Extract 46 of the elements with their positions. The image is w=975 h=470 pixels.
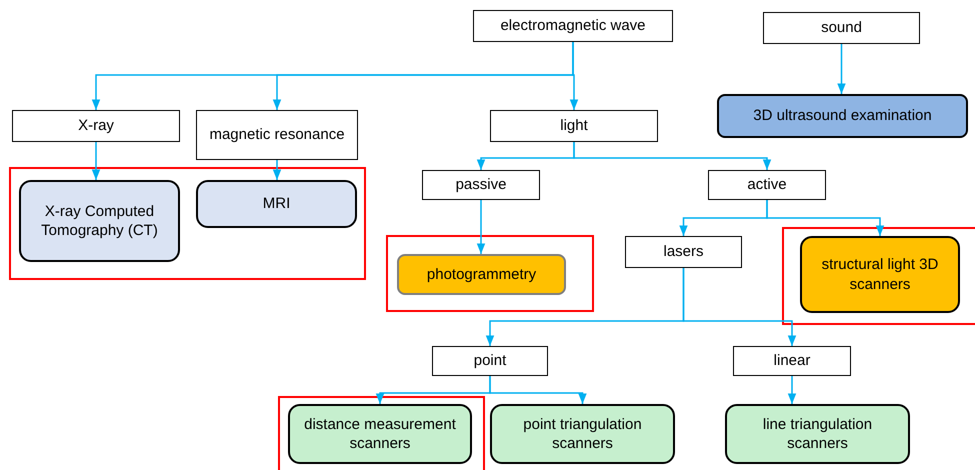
node-label: lasers: [663, 242, 704, 262]
node-label: light: [560, 116, 588, 136]
category-box: [432, 346, 548, 376]
method-box: [397, 254, 566, 295]
category-box: [422, 170, 540, 200]
method-box: [490, 404, 675, 464]
category-box: [625, 236, 742, 268]
node-label: photogrammetry: [426, 264, 536, 284]
category-box: [196, 110, 358, 160]
arrow: [682, 268, 796, 346]
node-label: point triangulation scanners: [522, 414, 643, 454]
arrow: [272, 160, 282, 180]
category-box: [12, 110, 180, 142]
node-label: distance measurement scanners: [303, 414, 457, 454]
node-label: X-ray Computed Tomography (CT): [40, 202, 159, 240]
method-box: [800, 236, 960, 313]
arrow: [837, 44, 846, 94]
method-box: [19, 180, 180, 262]
node-label: structural light 3D scanners: [820, 255, 940, 294]
category-box: [763, 12, 920, 44]
arrow: [766, 200, 884, 236]
arrow: [489, 376, 587, 404]
node-label: X-ray: [78, 116, 114, 136]
method-box: [196, 180, 357, 228]
node-label: active: [747, 175, 787, 195]
arrow: [570, 42, 578, 110]
arrow: [788, 376, 796, 404]
node-label: passive: [456, 175, 506, 195]
category-box: [473, 10, 673, 42]
category-box: [708, 170, 826, 200]
method-box: [717, 94, 968, 138]
arrow: [476, 200, 486, 254]
node-label: electromagnetic wave: [500, 16, 646, 36]
category-box: [733, 346, 851, 376]
node-label: line triangulation scanners: [762, 414, 874, 454]
node-label: point: [474, 351, 506, 371]
category-box: [490, 110, 658, 142]
node-label: 3D ultrasound examination: [753, 106, 932, 126]
node-label: linear: [774, 351, 810, 371]
node-label: MRI: [262, 194, 290, 214]
method-box: [725, 404, 910, 464]
method-box: [288, 404, 472, 464]
node-label: magnetic resonance: [209, 125, 345, 145]
arrow: [92, 142, 100, 180]
node-label: sound: [821, 18, 862, 38]
arrow: [573, 142, 772, 170]
